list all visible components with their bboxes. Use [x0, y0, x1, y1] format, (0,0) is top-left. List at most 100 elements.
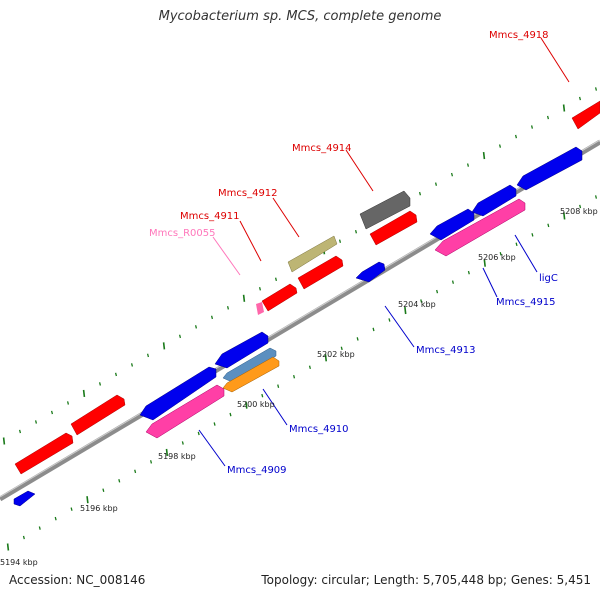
minor-tick [114, 372, 118, 377]
gene-block-reverse[interactable] [429, 208, 475, 241]
topology-text: Topology: circular; Length: 5,705,448 bp… [261, 573, 591, 587]
gene-block-reverse-ligc[interactable] [471, 184, 517, 217]
minor-tick [146, 353, 150, 358]
rrna-mmcs-r0055[interactable] [256, 302, 264, 315]
gene-block-reverse[interactable] [13, 490, 36, 507]
gene-label-mmcs-4913[interactable]: Mmcs_4913 [416, 345, 476, 356]
minor-tick [197, 431, 200, 436]
minor-tick [18, 429, 22, 434]
gene-block-forward-mmcs-4918[interactable] [571, 100, 600, 130]
minor-tick [547, 223, 550, 228]
gene-block-forward[interactable] [70, 394, 126, 436]
minor-tick [531, 233, 534, 237]
minor-tick [515, 242, 518, 247]
major-tick [404, 306, 407, 315]
minor-tick [213, 422, 216, 426]
minor-tick [38, 526, 41, 530]
minor-tick [356, 337, 359, 341]
minor-tick [594, 87, 598, 91]
gene-block-orange-mmcs-4910[interactable] [222, 356, 280, 393]
kbp-label: 5196 kbp [80, 504, 118, 513]
minor-tick [194, 325, 198, 329]
gene-label-mmcs-4910[interactable]: Mmcs_4910 [289, 424, 349, 435]
minor-tick [149, 460, 153, 464]
minor-tick [338, 239, 342, 243]
gene-block-grey-mmcs-4914[interactable] [359, 190, 411, 230]
major-tick [2, 437, 6, 445]
minor-tick [418, 191, 422, 196]
minor-tick [579, 204, 582, 209]
gene-label-mmcs-4914[interactable]: Mmcs_4914 [292, 143, 352, 154]
accession-text: Accession: NC_008146 [9, 573, 146, 587]
minor-tick [130, 363, 134, 367]
gene-block-forward[interactable] [14, 432, 74, 475]
major-tick [563, 212, 566, 220]
gene-block-pink-mmcs-4915[interactable] [434, 198, 526, 257]
gene-block-reverse[interactable] [214, 331, 269, 369]
minor-tick [420, 299, 423, 303]
minor-tick [466, 163, 470, 167]
gene-label-mmcs-4909[interactable]: Mmcs_4909 [227, 465, 287, 476]
minor-tick [594, 195, 598, 199]
kbp-scale: 5194 kbp 5196 kbp 5198 kbp 5200 kbp 5202… [0, 207, 598, 567]
kbp-label: 5202 kbp [317, 350, 355, 359]
minor-tick [98, 382, 102, 386]
major-tick [86, 496, 89, 504]
minor-tick [546, 115, 550, 120]
minor-tick [578, 96, 582, 101]
minor-tick [261, 393, 264, 398]
minor-tick [181, 441, 184, 445]
gene-label-mmcs-r0055[interactable]: Mmcs_R0055 [149, 228, 215, 239]
gene-label-mmcs-4915[interactable]: Mmcs_4915 [496, 297, 556, 308]
kbp-label: 5208 kbp [560, 207, 598, 216]
gene-block-pink-mmcs-4909[interactable] [145, 384, 225, 439]
gene-label-mmcs-4911[interactable]: Mmcs_4911 [180, 211, 240, 222]
major-tick [82, 389, 86, 398]
gene-labels: Mmcs_4918 Mmcs_4914 Mmcs_4912 Mmcs_4911 … [149, 30, 558, 476]
minor-tick [178, 334, 182, 339]
minor-tick [499, 251, 502, 256]
minor-tick [340, 346, 343, 351]
minor-tick [530, 125, 534, 129]
gene-label-mmcs-4912[interactable]: Mmcs_4912 [218, 188, 278, 199]
gene-label-mmcs-4918[interactable]: Mmcs_4918 [489, 30, 549, 41]
gene-block-reverse[interactable] [516, 146, 583, 191]
gene-block-reverse-mmcs-4913[interactable] [355, 261, 386, 283]
minor-tick [436, 289, 439, 294]
major-tick [483, 259, 486, 267]
inner-tick-marks [6, 195, 598, 551]
minor-tick [229, 412, 232, 417]
gene-block-reverse[interactable] [139, 366, 217, 421]
minor-tick [308, 365, 311, 370]
major-tick [245, 401, 248, 409]
major-tick [165, 448, 169, 456]
major-tick [162, 342, 166, 350]
gene-label-ligc[interactable]: ligC [539, 273, 558, 284]
minor-tick [498, 144, 502, 148]
minor-tick [372, 327, 375, 332]
leader-lines [198, 37, 570, 467]
map-title: Mycobacterium sp. MCS, complete genome [158, 9, 442, 24]
kbp-label: 5198 kbp [158, 452, 196, 461]
minor-tick [210, 315, 214, 320]
gene-block-forward[interactable] [369, 210, 418, 246]
major-tick [242, 294, 246, 302]
gene-block-forward-mmcs-4912[interactable] [297, 255, 344, 290]
kbp-label: 5204 kbp [398, 300, 436, 309]
minor-tick [514, 134, 518, 139]
minor-tick [226, 306, 230, 310]
major-tick [562, 104, 566, 112]
gene-block-steel-mmcs-4910[interactable] [222, 347, 277, 383]
minor-tick [118, 479, 121, 483]
major-tick [324, 354, 328, 362]
minor-tick [293, 374, 296, 379]
minor-tick [34, 420, 38, 424]
gene-block-olive[interactable] [287, 235, 338, 273]
gene-block-forward-mmcs-4911[interactable] [261, 283, 298, 312]
kbp-label: 5206 kbp [478, 253, 516, 262]
minor-tick [54, 516, 57, 521]
minor-tick [388, 318, 391, 322]
minor-tick [434, 182, 438, 186]
minor-tick [451, 280, 455, 284]
